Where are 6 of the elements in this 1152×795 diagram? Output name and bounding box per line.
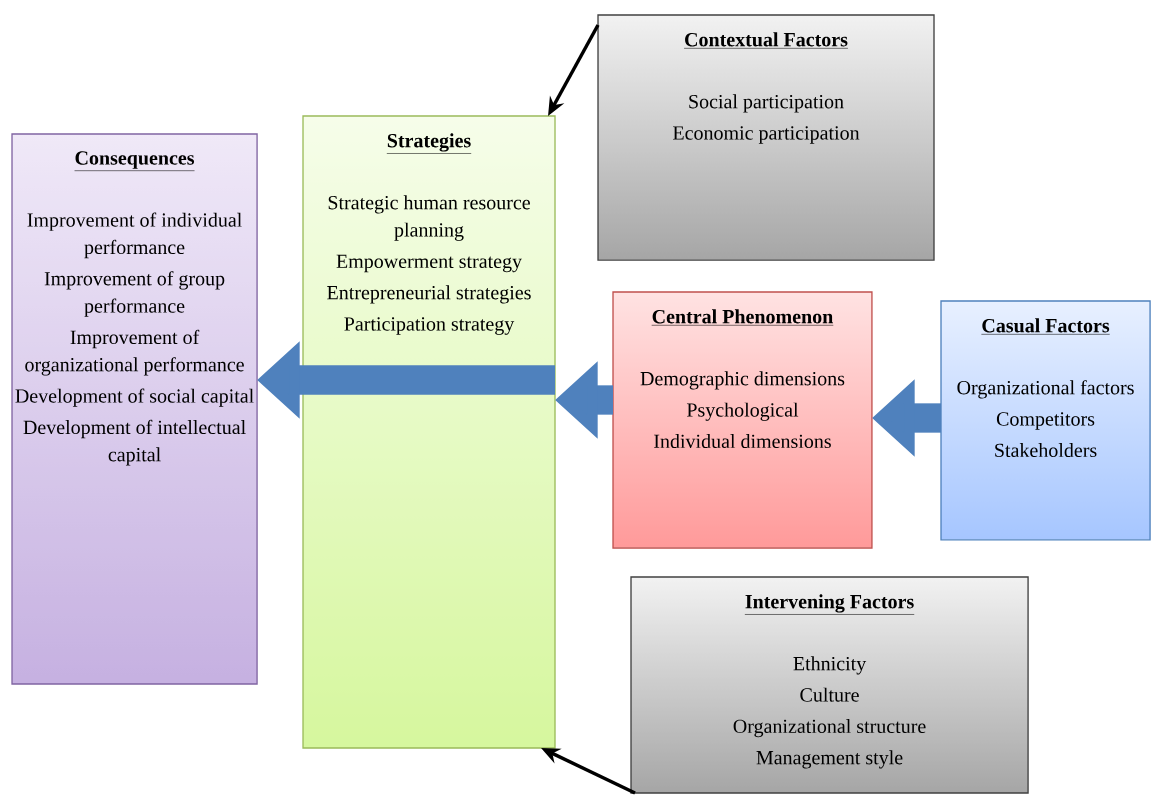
factor-box: Intervening Factors Ethnicity Culture Organizational structure Management style <box>630 576 1029 794</box>
factor-box: Strategies Strategic human resource planning Empowerment strategy Entrepreneurial strategies Participation strategy <box>302 115 556 749</box>
factor-box: Consequences Improvement of individual performance Improvement of group performance Improvement of organizational performance Development of social capital Development of intellectual capital <box>11 133 258 685</box>
factor-box: Casual Factors Organizational factors Competitors Stakeholders <box>940 300 1151 541</box>
factor-box: Contextual Factors Social participation Economic participation <box>597 14 935 261</box>
factor-box: Central Phenomenon Demographic dimensions Psychological Individual dimensions <box>612 291 873 549</box>
